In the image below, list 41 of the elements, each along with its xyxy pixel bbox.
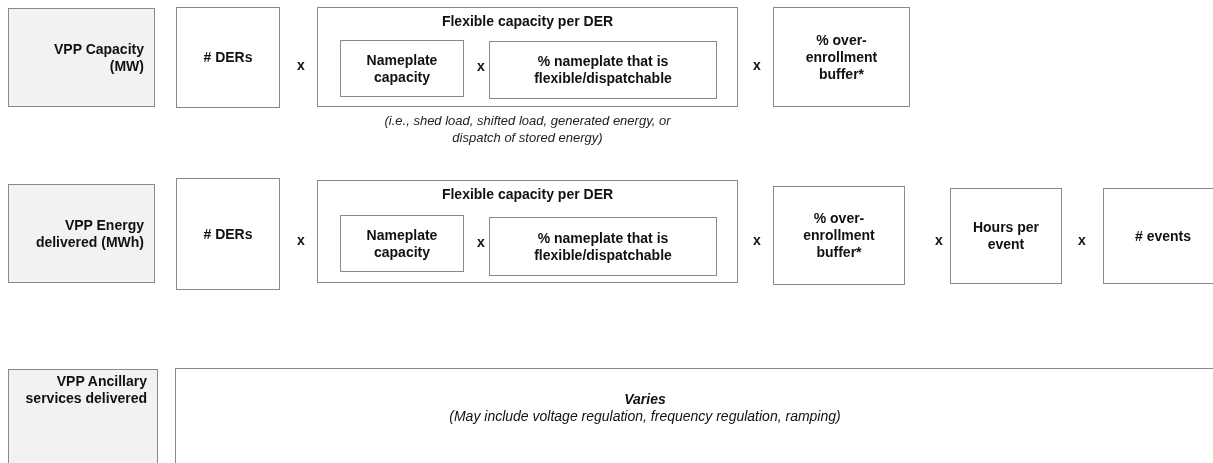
row-heading: VPP Energy delivered (MWh) [34,216,144,251]
multiply-sign: x [297,57,305,74]
factor-box [1103,188,1213,284]
multiply-sign: x [1078,232,1086,249]
multiply-sign: x [297,232,305,249]
multiply-sign: x [477,58,485,75]
factor-box [175,368,1213,463]
multiply-sign: x [753,232,761,249]
factor-label: % nameplate that is flexible/dispatchable [533,53,673,87]
factor-box [773,186,905,285]
factor-box [773,7,910,107]
factor-label: Nameplate capacity [365,51,439,86]
factor-box [489,217,717,276]
factor-label: Hours per event [971,219,1041,253]
factor-label: Nameplate capacity [365,226,439,261]
group-heading: Flexible capacity per DER [441,186,614,203]
row-heading: VPP Ancillary services delivered [24,373,147,407]
factor-box [340,215,464,272]
heading-box [8,8,155,107]
factor-box [340,40,464,97]
heading-box [8,184,155,283]
factor-label: % over-enrollment buffer* [804,31,879,83]
caption-text: (i.e., shed load, shifted load, generated energy, or dispatch of stored energy) [383,112,672,146]
row-heading: VPP Capacity (MW) [53,40,144,75]
factor-label: # events [1134,227,1191,245]
factor-label: % nameplate that is flexible/dispatchable [533,229,673,264]
factor-label: # DERs [203,49,253,66]
factor-label: # DERs [203,225,253,243]
multiply-sign: x [477,234,485,251]
factor-label: % over-enrollment buffer* [802,210,876,261]
factor-box [950,188,1062,284]
heading-text: Varies [624,391,666,408]
factor-box [176,7,280,108]
factor-box [176,178,280,290]
heading-box [8,369,158,463]
description-text: (May include voltage regulation, frequency regulation, ramping) [449,408,841,425]
multiply-sign: x [753,57,761,74]
factor-box [489,41,717,99]
group-box [317,180,738,283]
group-heading: Flexible capacity per DER [441,13,614,30]
multiply-sign: x [935,232,943,249]
